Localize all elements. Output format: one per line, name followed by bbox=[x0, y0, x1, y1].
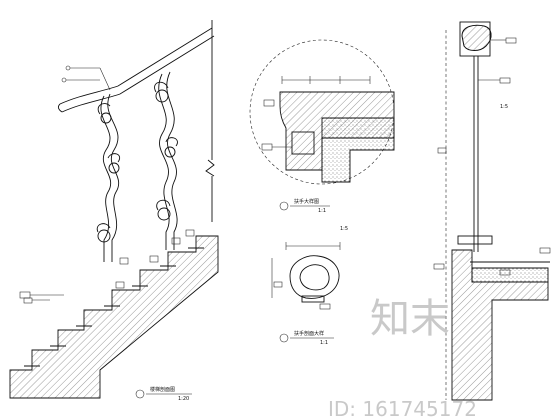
stair-concrete-fill bbox=[9, 235, 219, 399]
tread-tag-markers bbox=[115, 229, 195, 289]
handrail-core-section bbox=[321, 117, 395, 183]
handrail-end-cap bbox=[57, 103, 63, 113]
top-rail-cap bbox=[461, 24, 492, 51]
railing-post-elevation: 1:5 bbox=[433, 21, 551, 401]
profile-outline bbox=[289, 255, 340, 299]
watermark: 知末 ID: 161745172 bbox=[328, 296, 477, 420]
handrail-top-line bbox=[59, 27, 213, 105]
bracket-plate bbox=[291, 131, 315, 155]
leader-callouts-left bbox=[19, 65, 111, 304]
handrail-bottom-line bbox=[61, 35, 215, 113]
post-base-plate bbox=[457, 235, 493, 245]
scale-mid: 1:5 bbox=[340, 226, 348, 232]
detail-b-scale: 1:1 bbox=[318, 208, 326, 214]
detail-c-scale: 1:1 bbox=[320, 340, 328, 346]
rail-cap-frame bbox=[459, 21, 491, 57]
stair-section-title: 楼梯剖面图 1:20 bbox=[135, 386, 192, 402]
scroll-baluster-left bbox=[96, 93, 120, 262]
profile-base-plate bbox=[301, 295, 325, 303]
stair-section-title-text: 楼梯剖面图 bbox=[150, 386, 175, 393]
watermark-brand: 知末 bbox=[370, 296, 450, 342]
floor-slab-section bbox=[451, 249, 549, 401]
stair-tread-lines bbox=[24, 247, 204, 367]
scroll-baluster-right bbox=[154, 71, 178, 250]
scale-right: 1:5 bbox=[500, 104, 508, 110]
detail-b-title: 扶手大样图 bbox=[294, 198, 319, 205]
break-mark-upper bbox=[205, 159, 215, 177]
stair-section-scale: 1:20 bbox=[178, 396, 189, 402]
stair-elevation: 楼梯剖面图 1:20 bbox=[9, 20, 219, 402]
detail-c-title: 扶手剖面大样 bbox=[294, 330, 324, 337]
detail-circle-handrail: 扶手大样图 1:1 bbox=[249, 39, 395, 214]
watermark-id: ID: 161745172 bbox=[328, 397, 477, 420]
detail-handrail-profile: 扶手剖面大样 1:1 bbox=[271, 242, 341, 346]
